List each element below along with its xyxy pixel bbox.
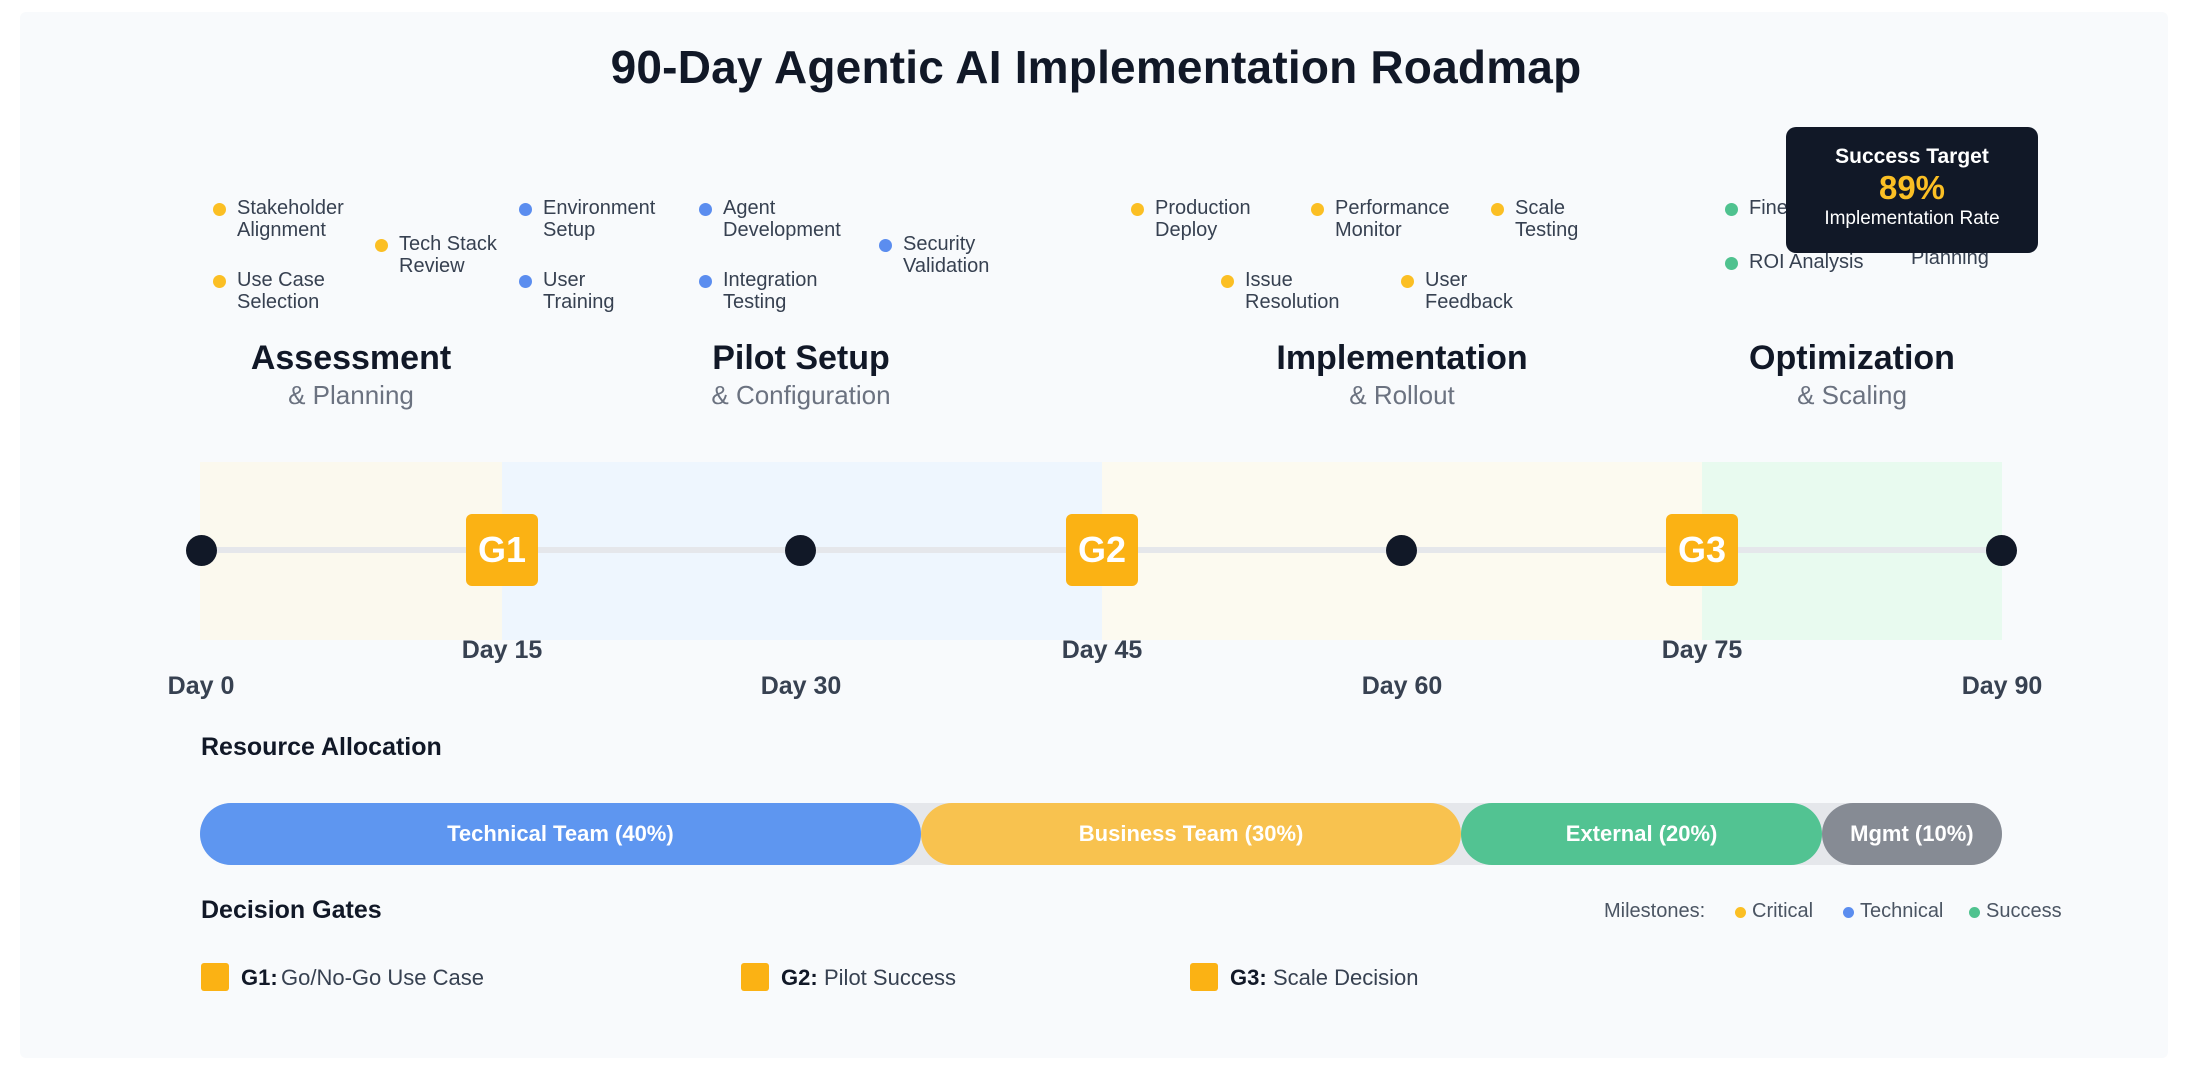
success-dot-icon bbox=[1725, 257, 1738, 270]
milestone-issue-resolution: Issue Resolution bbox=[1221, 269, 1340, 313]
critical-dot-icon bbox=[1131, 203, 1144, 216]
milestone-user-feedback: User Feedback bbox=[1401, 269, 1513, 313]
phase-assessment: Assessment & Planning bbox=[151, 338, 551, 412]
milestone-fine-tuning: Fine bbox=[1725, 197, 1788, 219]
critical-dot-icon bbox=[213, 275, 226, 288]
gate-description: Go/No-Go Use Case bbox=[281, 965, 484, 990]
milestone-integration-testing: Integration Testing bbox=[699, 269, 818, 313]
critical-dot-icon bbox=[1491, 203, 1504, 216]
milestone-roi-analysis: ROI Analysis bbox=[1725, 251, 1863, 273]
critical-legend-dot-icon bbox=[1735, 907, 1746, 918]
success-target-label: Success Target bbox=[1835, 145, 1989, 168]
gate-g1-button[interactable]: G1 bbox=[466, 514, 538, 586]
critical-dot-icon bbox=[1401, 275, 1414, 288]
phase-title: Optimization bbox=[1749, 339, 1955, 377]
timeline-node-day-60 bbox=[1386, 535, 1417, 566]
milestone-legend: Milestones: Critical Technical Success bbox=[1604, 900, 2062, 923]
day-label-60: Day 60 bbox=[1361, 672, 1443, 700]
milestone-agent-development: Agent Development bbox=[699, 197, 841, 241]
technical-dot-icon bbox=[699, 203, 712, 216]
day-label-90: Day 90 bbox=[1961, 672, 2043, 700]
milestone-performance-monitor: Performance Monitor bbox=[1311, 197, 1450, 241]
timeline-node-day-90 bbox=[1986, 535, 2017, 566]
gate-square-icon bbox=[201, 963, 229, 991]
day-label-75: Day 75 bbox=[1661, 636, 1743, 664]
success-legend-dot-icon bbox=[1969, 907, 1980, 918]
phase-title: Pilot Setup bbox=[712, 339, 890, 377]
phase-title: Assessment bbox=[250, 339, 452, 377]
critical-dot-icon bbox=[1311, 203, 1324, 216]
critical-dot-icon bbox=[213, 203, 226, 216]
milestone-scale-testing: Scale Testing bbox=[1491, 197, 1578, 241]
success-target-card: Success Target 89% Implementation Rate bbox=[1786, 127, 2038, 253]
milestone-environment-setup: Environment Setup bbox=[519, 197, 655, 241]
gate-square-icon bbox=[1190, 963, 1218, 991]
gate-code: G3: bbox=[1230, 965, 1267, 990]
technical-dot-icon bbox=[879, 239, 892, 252]
milestone-security-validation: Security Validation bbox=[879, 233, 989, 277]
resource-allocation-title: Resource Allocation bbox=[201, 733, 442, 761]
technical-dot-icon bbox=[519, 275, 532, 288]
resource-segment-technical: Technical Team (40%) bbox=[200, 803, 921, 865]
gate-g2-button[interactable]: G2 bbox=[1066, 514, 1138, 586]
legend-success: Success bbox=[1986, 900, 2062, 922]
resource-segment-business: Business Team (30%) bbox=[920, 803, 1462, 865]
phase-implementation: Implementation & Rollout bbox=[1202, 338, 1602, 412]
gate-square-icon bbox=[741, 963, 769, 991]
phase-subtitle: & Rollout bbox=[1349, 380, 1455, 410]
day-label-45: Day 45 bbox=[1061, 636, 1143, 664]
timeline-node-day-0 bbox=[186, 535, 217, 566]
page-title: 90-Day Agentic AI Implementation Roadmap bbox=[610, 41, 1582, 93]
milestone-production-deploy: Production Deploy bbox=[1131, 197, 1251, 241]
legend-label: Milestones: bbox=[1604, 900, 1706, 922]
technical-dot-icon bbox=[699, 275, 712, 288]
success-target-value: 89% bbox=[1878, 169, 1946, 206]
gate-description: Pilot Success bbox=[824, 965, 957, 990]
legend-critical: Critical bbox=[1752, 900, 1814, 922]
resource-segment-mgmt: Mgmt (10%) bbox=[1821, 803, 2002, 865]
technical-dot-icon bbox=[519, 203, 532, 216]
timeline-node-day-30 bbox=[785, 535, 816, 566]
success-target-caption: Implementation Rate bbox=[1824, 208, 2000, 229]
phase-optimization: Optimization & Scaling bbox=[1652, 338, 2052, 412]
gate-code: G2: bbox=[781, 965, 818, 990]
milestone-use-case-selection: Use Case Selection bbox=[213, 269, 325, 313]
success-dot-icon bbox=[1725, 203, 1738, 216]
phase-pilot-setup: Pilot Setup & Configuration bbox=[601, 338, 1001, 412]
gate-g3-button[interactable]: G3 bbox=[1666, 514, 1738, 586]
technical-legend-dot-icon bbox=[1843, 907, 1854, 918]
phase-title: Implementation bbox=[1276, 339, 1528, 377]
phase-subtitle: & Scaling bbox=[1797, 380, 1907, 410]
day-label-0: Day 0 bbox=[167, 672, 235, 700]
legend-technical: Technical bbox=[1860, 900, 1944, 922]
day-label-15: Day 15 bbox=[461, 636, 543, 664]
phase-subtitle: & Planning bbox=[288, 380, 414, 410]
gate-code: G1: bbox=[241, 965, 278, 990]
critical-dot-icon bbox=[375, 239, 388, 252]
day-label-30: Day 30 bbox=[760, 672, 842, 700]
milestone-tech-stack-review: Tech Stack Review bbox=[375, 233, 497, 277]
milestone-stakeholder-alignment: Stakeholder Alignment bbox=[213, 197, 344, 241]
phase-subtitle: & Configuration bbox=[711, 380, 891, 410]
resource-segment-external: External (20%) bbox=[1461, 803, 1822, 865]
milestone-user-training: User Training bbox=[519, 269, 615, 313]
critical-dot-icon bbox=[1221, 275, 1234, 288]
decision-gates-title: Decision Gates bbox=[201, 896, 382, 924]
gate-description: Scale Decision bbox=[1273, 965, 1419, 990]
